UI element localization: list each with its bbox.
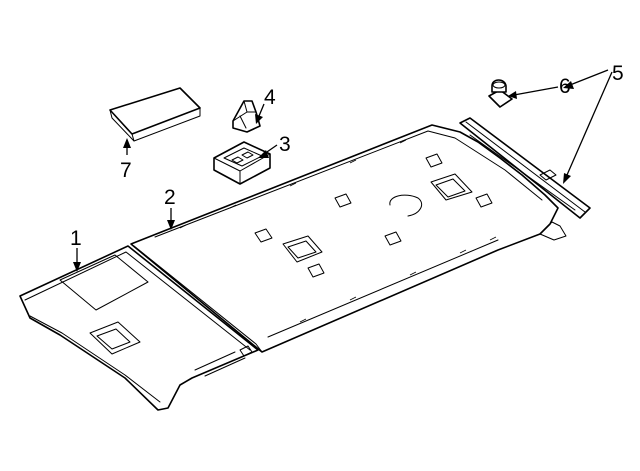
- callout-3: 3: [279, 133, 291, 156]
- rear-trim-strip: [459, 117, 591, 219]
- callout-2: 2: [164, 186, 176, 209]
- callout-7: 7: [120, 159, 132, 182]
- front-headliner-panel: [19, 245, 259, 411]
- callout-4: 4: [264, 86, 276, 109]
- callout-6: 6: [559, 75, 571, 98]
- main-headliner-panel: [130, 124, 567, 353]
- callout-labels: 1 2 3 4 5 6 7: [70, 62, 624, 250]
- leader-lines: [73, 69, 613, 272]
- callout-1: 1: [70, 227, 82, 250]
- overhead-console-bracket: [213, 141, 271, 185]
- push-pin-fastener: [488, 79, 513, 108]
- sun-visor-pad: [109, 87, 201, 142]
- callout-5: 5: [612, 62, 624, 85]
